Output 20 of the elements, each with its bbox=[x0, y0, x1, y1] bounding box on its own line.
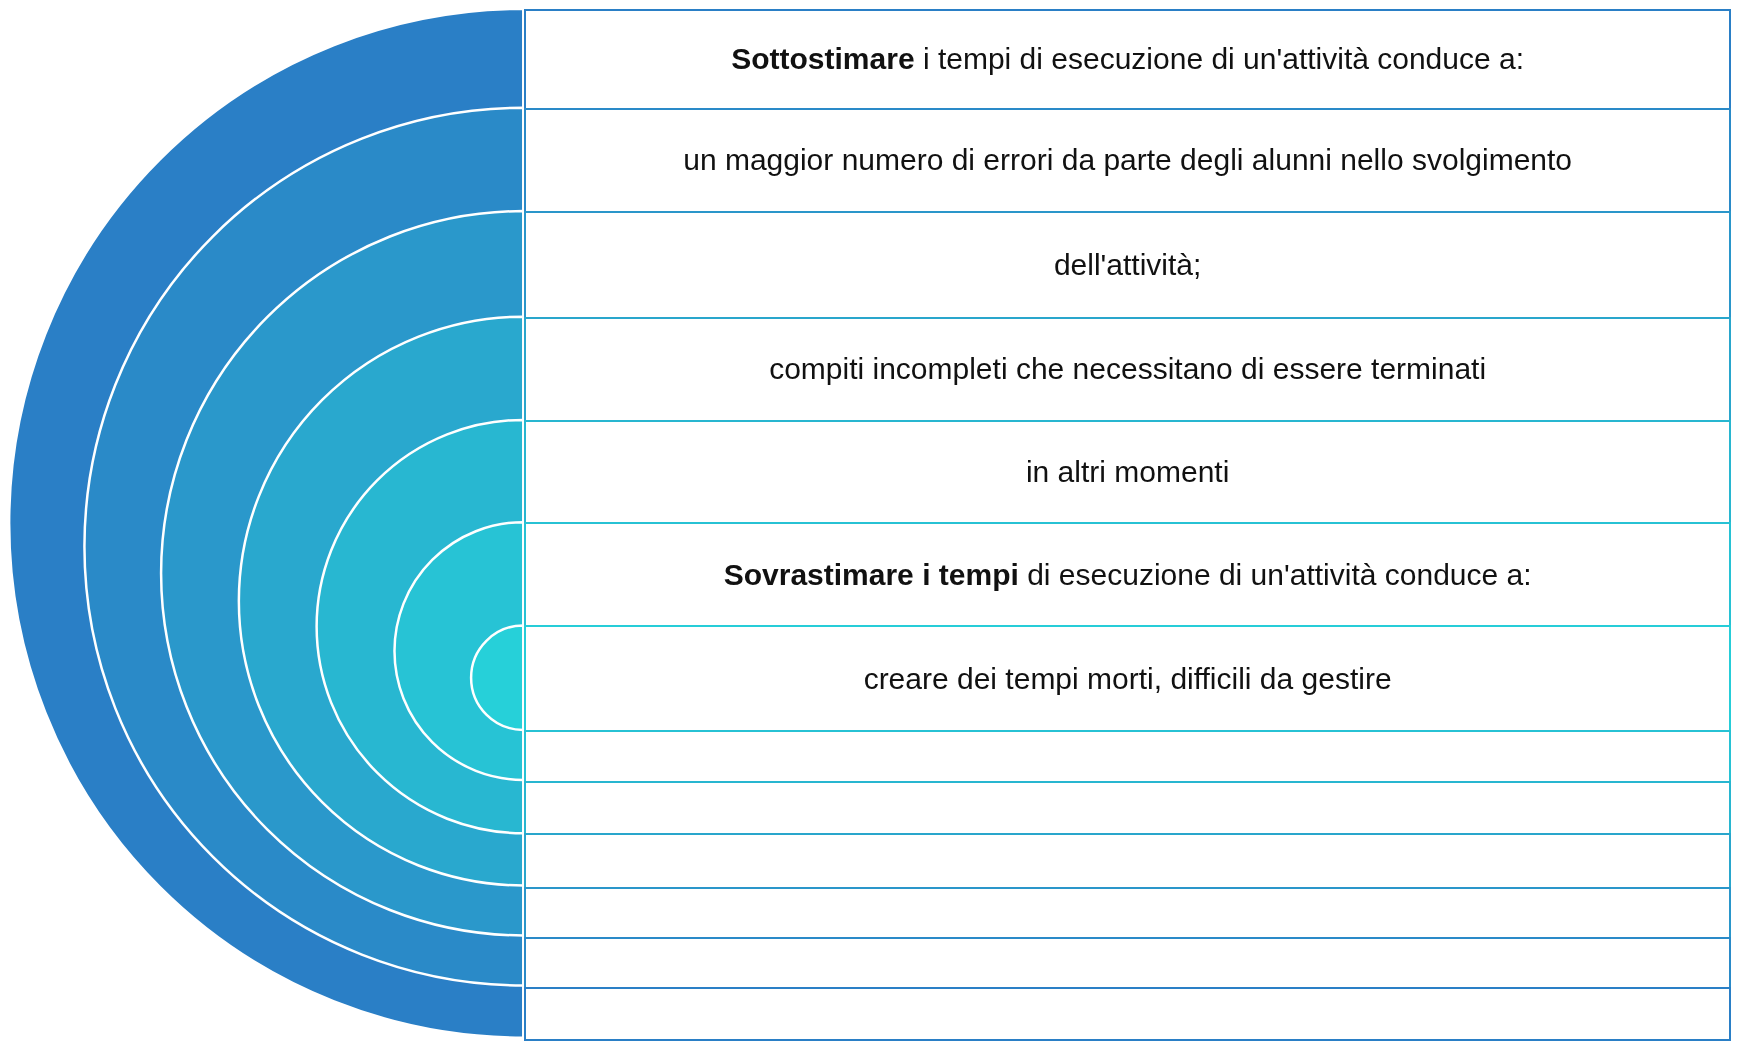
empty-box bbox=[524, 886, 1731, 939]
text-box bbox=[524, 211, 1731, 319]
text-box bbox=[524, 419, 1731, 525]
box-text: in altri momenti bbox=[1025, 455, 1230, 490]
box-text: Sottostimare i tempi di esecuzione di un'attività conduce a: bbox=[731, 42, 1524, 77]
empty-box bbox=[524, 781, 1731, 836]
text-box bbox=[524, 107, 1731, 214]
empty-box bbox=[524, 729, 1731, 783]
empty-box bbox=[524, 833, 1731, 889]
box-text: compiti incompleti che necessitano di essere terminati bbox=[769, 352, 1487, 387]
text-box bbox=[524, 8, 1731, 110]
box-text: Sovrastimare i tempi di esecuzione di un'attività conduce a: bbox=[723, 557, 1532, 592]
box-text: un maggior numero di errori da parte degli alunni nello svolgimento bbox=[683, 143, 1573, 178]
text-box bbox=[524, 522, 1731, 628]
box-text: creare dei tempi morti, difficili da gestire bbox=[863, 661, 1392, 696]
text-box bbox=[524, 625, 1731, 732]
empty-box bbox=[524, 936, 1731, 989]
box-text: dell'attività; bbox=[1053, 247, 1202, 282]
text-box bbox=[524, 316, 1731, 422]
empty-box bbox=[524, 986, 1731, 1041]
